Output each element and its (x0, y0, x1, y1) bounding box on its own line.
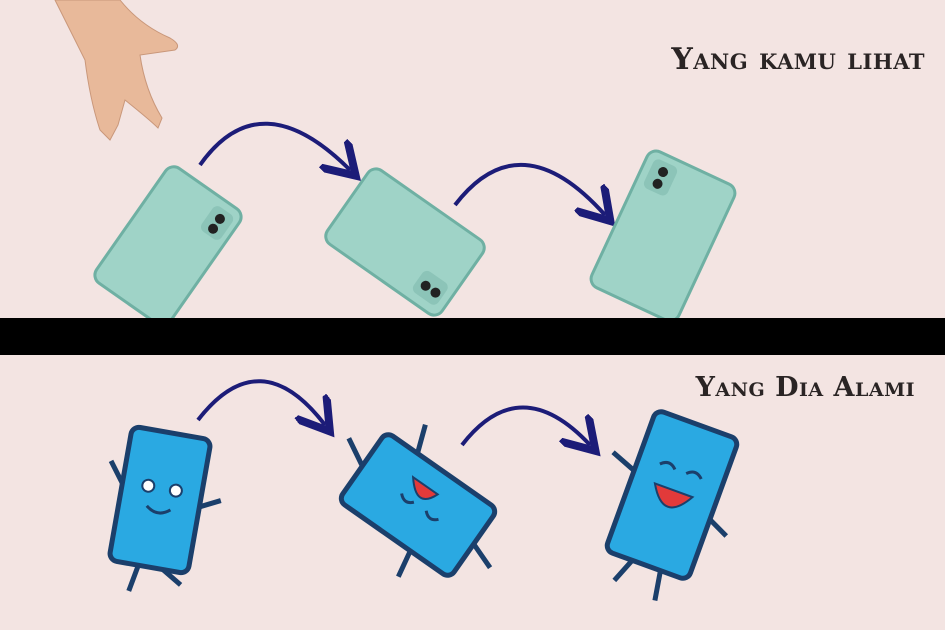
cartoon-phone (338, 424, 498, 578)
divider-band (0, 318, 945, 355)
cartoon-phone (604, 409, 740, 601)
arrow-icon (196, 379, 325, 425)
arrow-icon (453, 162, 605, 215)
phone-image (93, 165, 243, 327)
arrow-icon (198, 121, 350, 170)
phone-image (324, 167, 486, 317)
caption-top: Yang kamu lihat (671, 42, 925, 77)
caption-bottom: Yang Dia Alami (695, 372, 915, 403)
cartoon-phone (107, 424, 222, 592)
arrow-icon (460, 405, 590, 446)
hand-image (54, 0, 179, 141)
phone-image (589, 149, 737, 323)
